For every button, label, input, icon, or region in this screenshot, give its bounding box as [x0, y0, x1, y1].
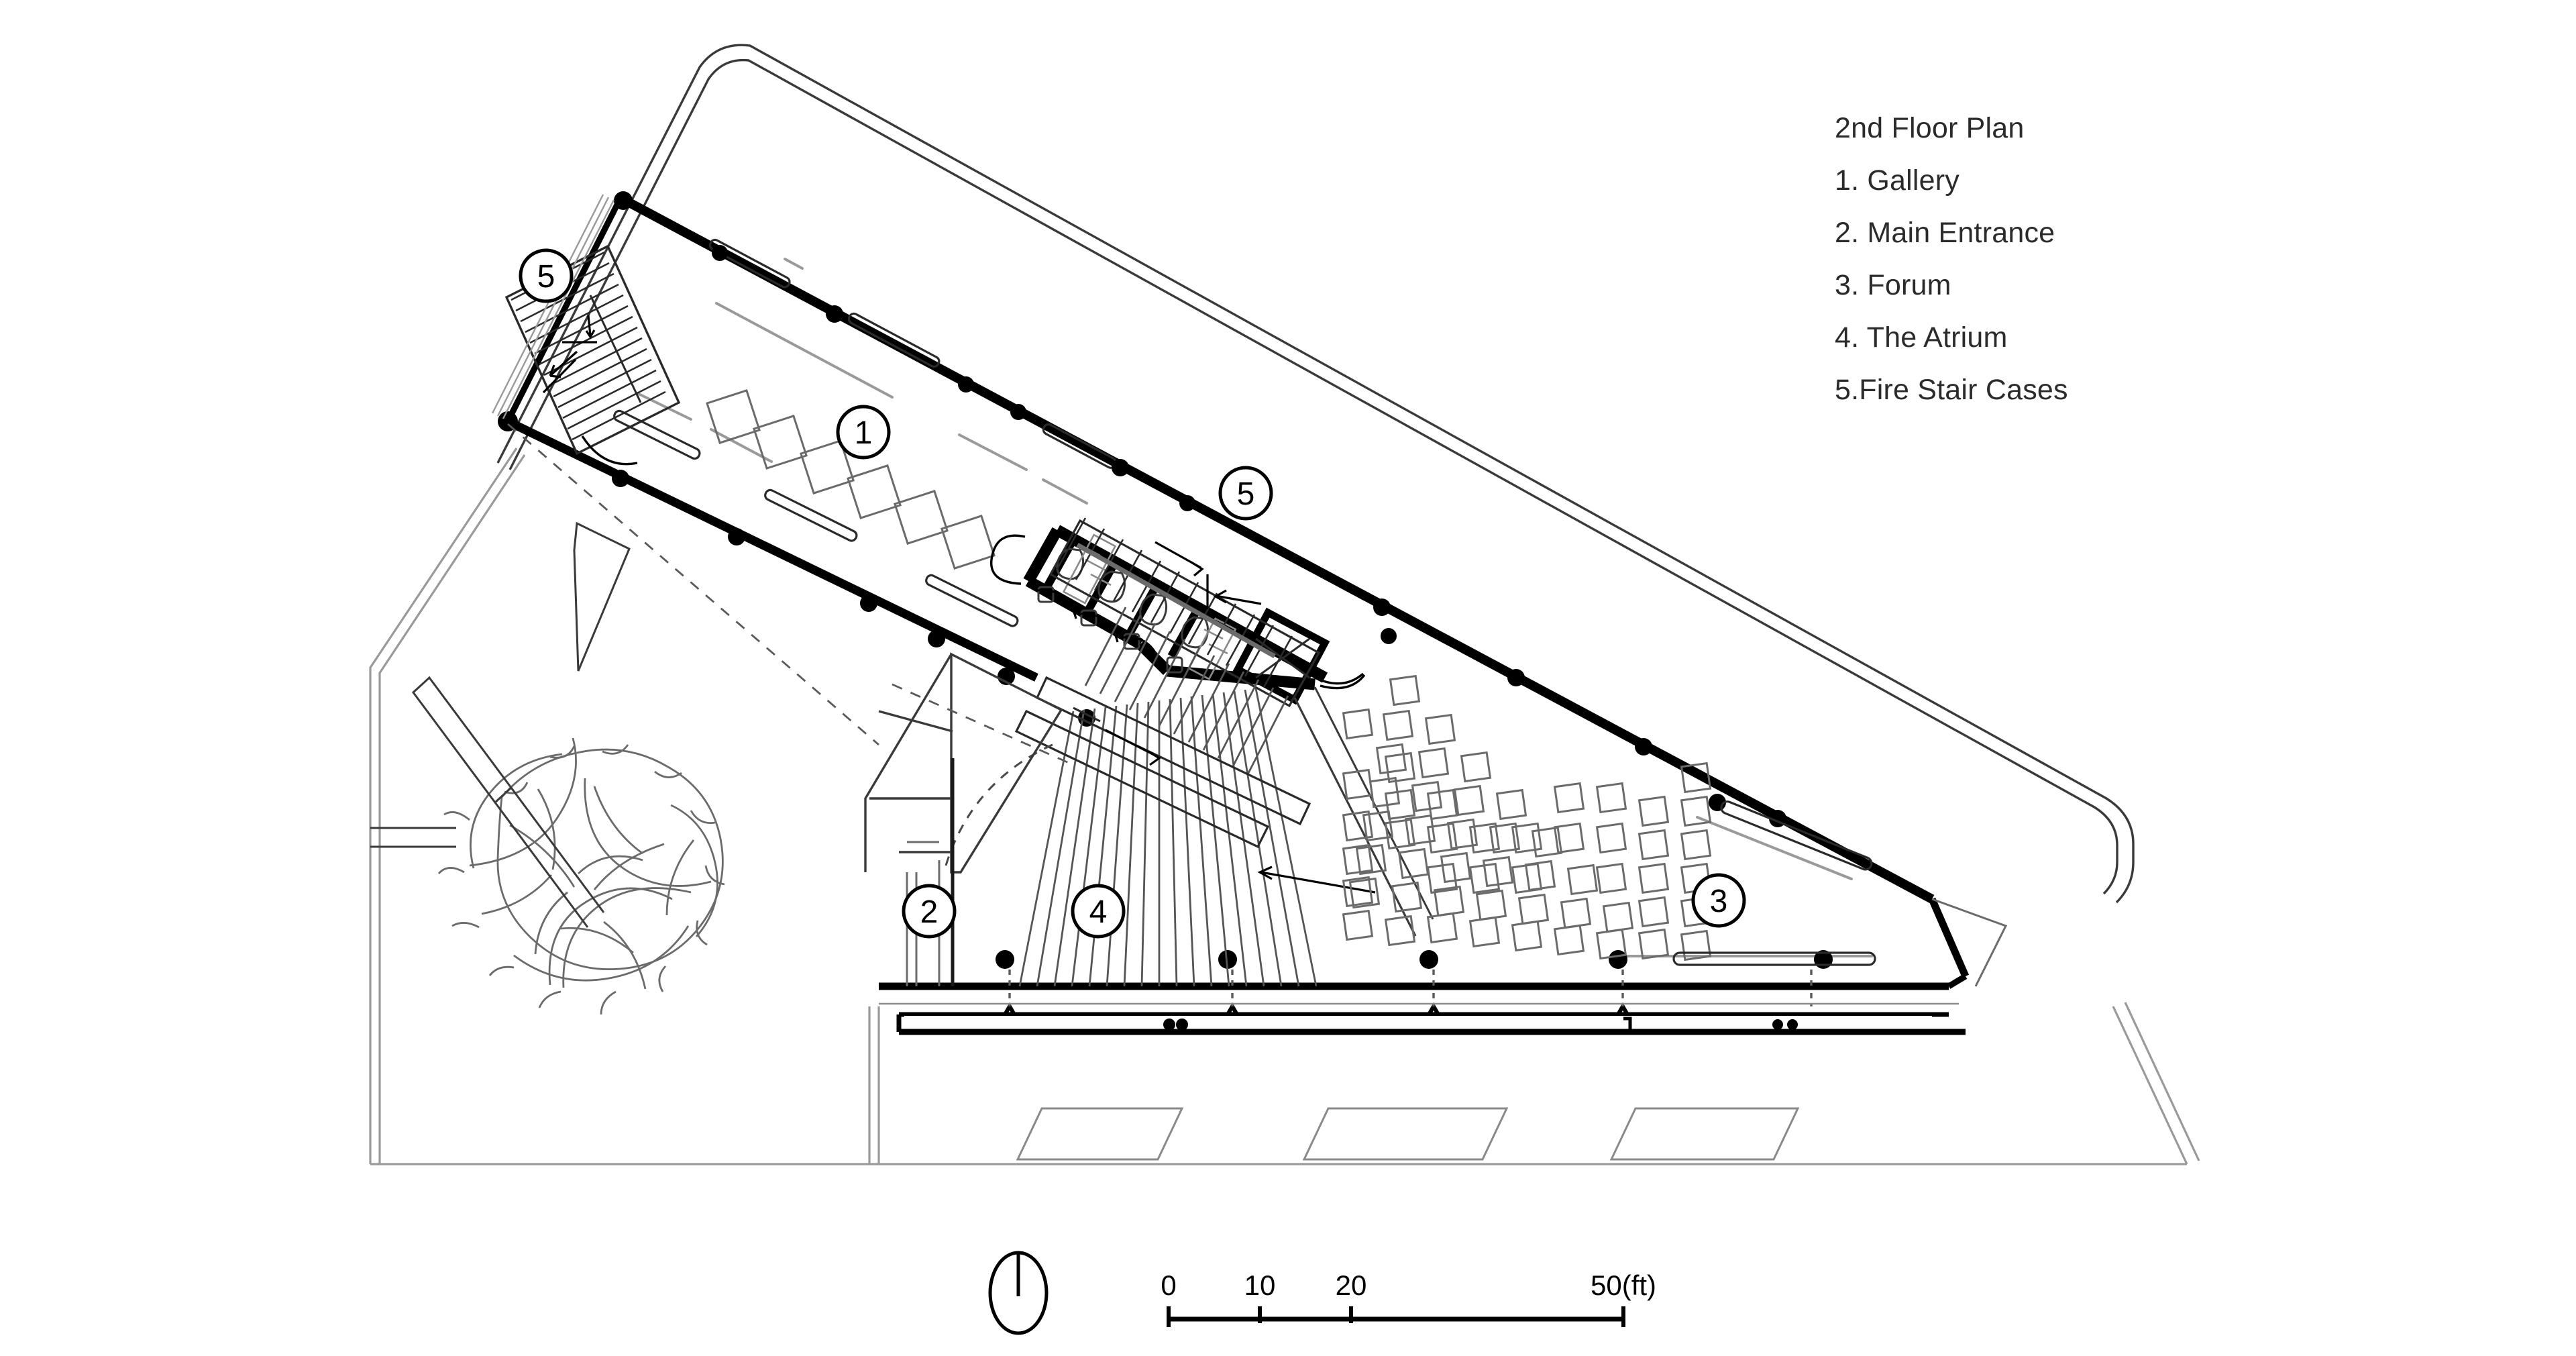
room-marker-3: 3	[1691, 873, 1746, 928]
forum-seating	[1342, 674, 1712, 961]
room-marker-2-label: 2	[920, 894, 938, 930]
gallery-display-cases	[706, 389, 996, 570]
room-marker-4-label: 4	[1089, 894, 1108, 930]
legend-title: 2nd Floor Plan	[1835, 112, 2025, 144]
north-wall-openings	[498, 191, 1833, 969]
room-marker-5-west-label: 5	[537, 259, 555, 295]
room-marker-2: 2	[902, 884, 957, 939]
structural-columns	[498, 191, 1833, 969]
plaza-paving-panels	[1016, 1107, 1800, 1161]
scale-tick-50: 50(ft)	[1591, 1269, 1656, 1301]
room-markers: 1 5 5 2 4 3	[519, 248, 1746, 939]
scale-tick-10: 10	[1244, 1269, 1276, 1301]
scale-bar: 0 10 20 50(ft)	[1161, 1269, 1656, 1327]
forum-handrails	[1672, 800, 1876, 966]
main-entrance	[864, 652, 1063, 986]
legend-item-1: 1. Gallery	[1835, 164, 1960, 197]
site-walkway	[370, 676, 605, 928]
legend-item-3: 3. Forum	[1835, 269, 1951, 301]
entry-canopy	[879, 970, 1966, 1035]
fire-stair-core	[1049, 517, 1321, 708]
north-arrow-icon	[988, 1251, 1049, 1335]
tree-canopy	[437, 737, 725, 1015]
room-marker-4: 4	[1071, 884, 1126, 939]
east-tip-wall	[1928, 897, 1970, 978]
gallery-west-wall	[504, 196, 624, 423]
scale-tick-20: 20	[1336, 1269, 1367, 1301]
legend-item-2: 2. Main Entrance	[1835, 217, 2055, 249]
site-boundary	[369, 448, 2200, 1165]
scale-tick-0: 0	[1161, 1269, 1176, 1301]
tip-outline	[1931, 898, 2008, 987]
roof-canopy-outline	[496, 44, 2135, 904]
room-marker-1: 1	[836, 405, 891, 460]
door-swing-icon	[581, 435, 638, 466]
fire-stair-west	[491, 194, 681, 466]
room-marker-1-label: 1	[855, 415, 873, 451]
legend-item-5: 5.Fire Stair Cases	[1835, 374, 2068, 406]
legend-block: 2nd Floor Plan 1. Gallery 2. Main Entran…	[1835, 102, 2068, 416]
east-return-wall	[1947, 974, 1968, 989]
room-marker-5-core: 5	[1218, 466, 1273, 521]
door-swing-icon	[1036, 589, 1162, 666]
gallery-south-wall	[506, 417, 1038, 682]
restroom-core	[990, 525, 1366, 705]
room-marker-5-west: 5	[519, 248, 574, 303]
exterior-ramp	[573, 521, 631, 672]
sight-lines	[507, 423, 1074, 766]
room-marker-5-core-label: 5	[1237, 476, 1255, 512]
legend-item-4: 4. The Atrium	[1835, 321, 2008, 354]
room-marker-3-label: 3	[1710, 884, 1728, 919]
